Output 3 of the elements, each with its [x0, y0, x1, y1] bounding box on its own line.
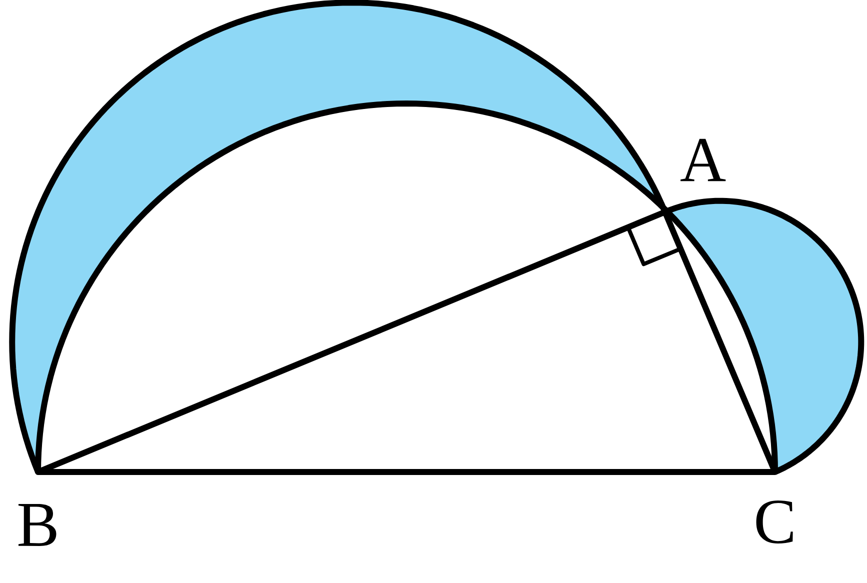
vertex-label: C — [756, 500, 793, 544]
vertex-label: A — [680, 138, 726, 182]
vertex-label: B — [18, 504, 56, 546]
